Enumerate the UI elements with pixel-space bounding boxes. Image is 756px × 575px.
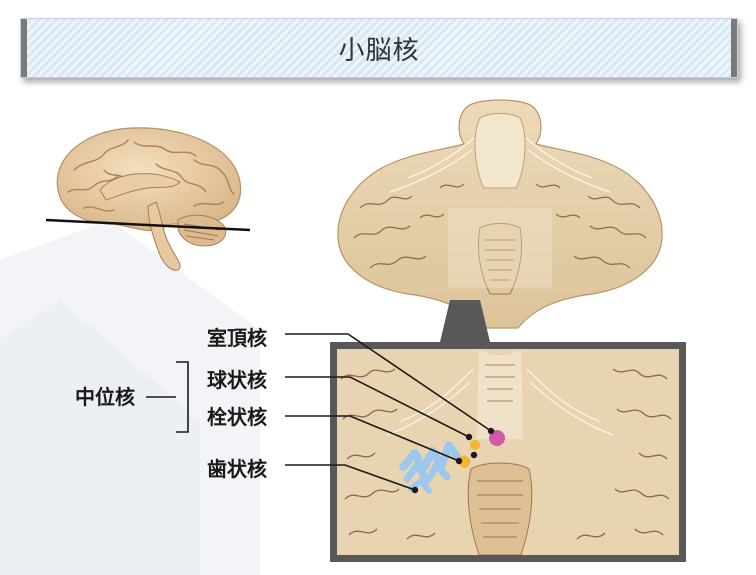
label-fastigial-nucleus: 室頂核 [207,326,267,350]
banner-left-edge [21,19,27,77]
banner-right-edge [731,19,737,77]
label-globose-nucleus: 球状核 [207,368,267,392]
page-title: 小脳核 [338,35,420,66]
section-cut-line [45,218,251,232]
label-emboliform-nucleus: 栓状核 [207,405,267,429]
label-dentate-nucleus: 歯状核 [207,457,267,481]
zoom-detail-panel [330,342,686,562]
fastigial-nucleus-marker [489,430,505,446]
label-interposed-nucleus: 中位核 [75,385,135,409]
cerebellum-section-illustration [337,99,663,329]
zoomed-section-illustration [337,349,679,555]
title-banner: 小脳核 [20,18,738,78]
globose-nucleus-marker [470,440,480,450]
zoom-connector [440,300,490,342]
brain-sagittal-illustration [45,127,251,271]
